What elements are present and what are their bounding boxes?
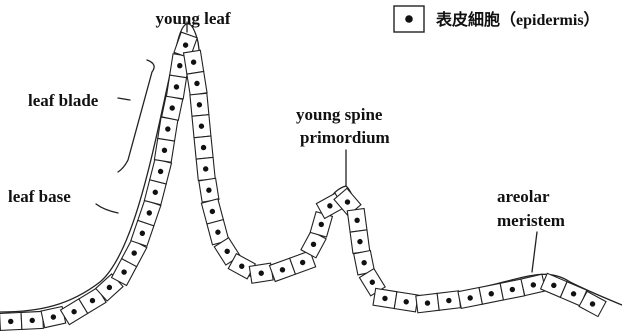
epidermal-cell (184, 50, 204, 74)
label-leaf-blade: leaf blade (28, 91, 99, 110)
epidermal-cell (437, 291, 460, 310)
epidermal-cell (194, 136, 213, 159)
epidermal-cell (158, 117, 178, 141)
epidermal-cell (416, 293, 439, 312)
epidermal-cell (187, 71, 207, 95)
epidermal-cell (479, 283, 503, 304)
label-young-spine: young spine (296, 105, 383, 124)
epidermal-cell (347, 209, 367, 233)
epidermal-cell (192, 115, 211, 138)
epidermal-cell (166, 75, 186, 99)
epidermal-cell (350, 230, 370, 254)
epidermal-cell (196, 157, 215, 180)
epidermal-cell (21, 311, 43, 329)
label-primordium: primordium (300, 128, 390, 147)
epidermal-cell (162, 96, 183, 121)
label-meristem: meristem (497, 211, 565, 230)
legend-nucleus-dot (405, 15, 413, 23)
legend-text: 表皮細胞（epidermis） (435, 10, 600, 29)
epidermal-cell (394, 292, 418, 312)
label-leaf-base: leaf base (8, 187, 71, 206)
epidermal-cell (154, 138, 174, 162)
epidermal-cell (458, 288, 482, 309)
leaf-base-pointer (96, 204, 118, 213)
legend: 表皮細胞（epidermis） (394, 6, 600, 32)
label-areolar: areolar (497, 187, 550, 206)
areolar-meristem-pointer (532, 232, 537, 272)
epidermal-cell (0, 312, 22, 330)
epidermal-cell (150, 159, 172, 184)
leaf-blade-bracket-tick (118, 98, 130, 100)
label-young-leaf: young leaf (155, 9, 230, 28)
leaf-blade-bracket (118, 60, 154, 172)
epidermal-cell (500, 279, 524, 300)
epidermal-cell (199, 178, 219, 202)
epidermal-cell (190, 93, 209, 116)
epidermal-cell (373, 288, 397, 308)
epidermal-cells (0, 32, 606, 330)
